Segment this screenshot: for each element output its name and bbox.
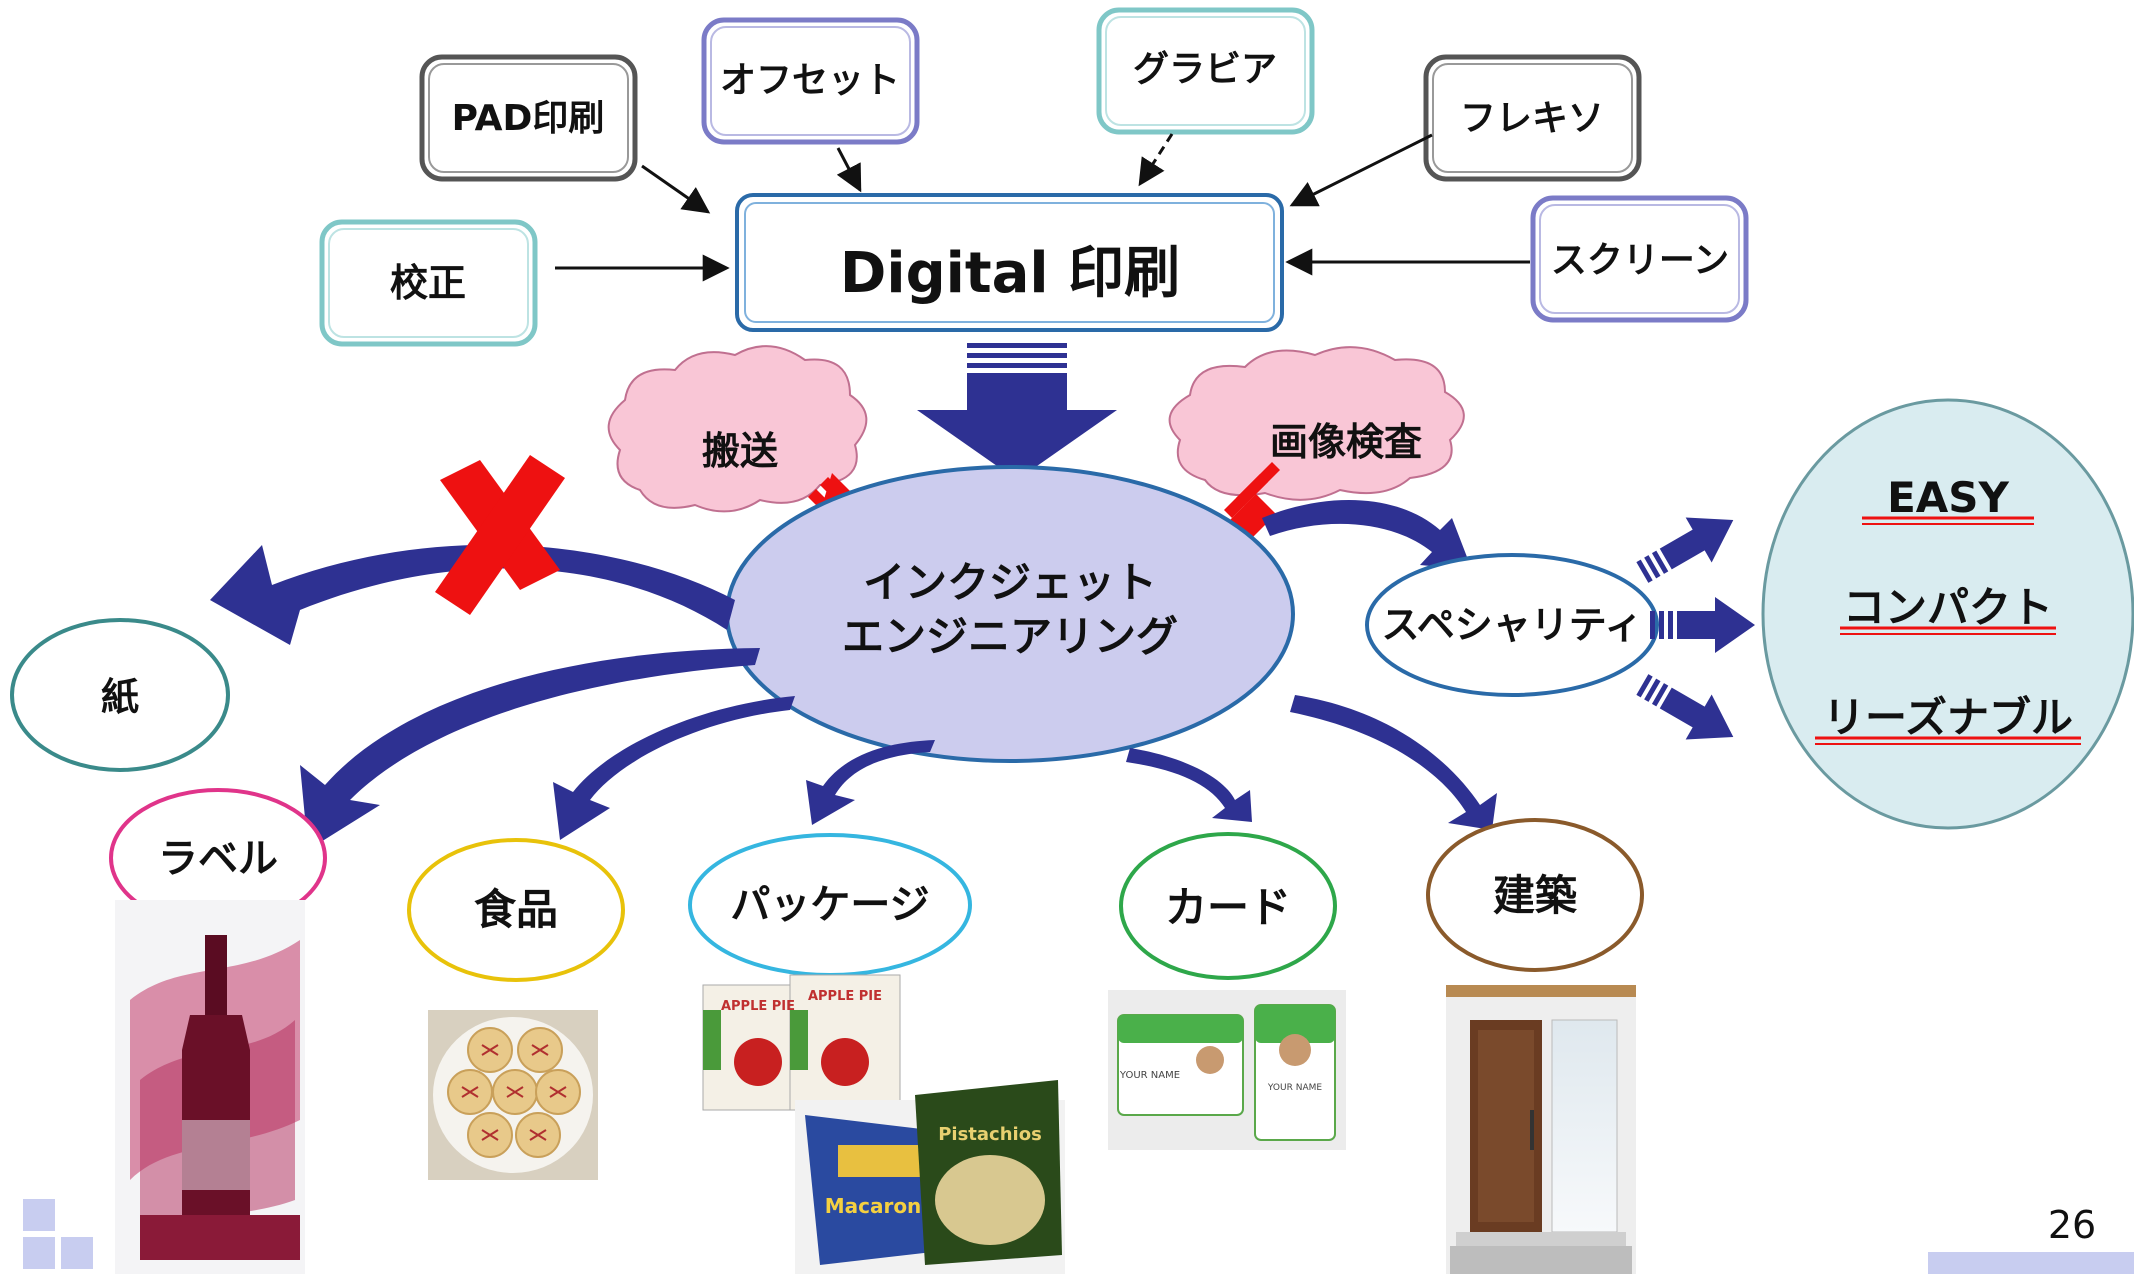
benefit-reasonable: リーズナブル: [1823, 693, 2073, 742]
wine-bottle-photo: [115, 900, 305, 1274]
cloud-transport: 搬送: [607, 345, 868, 513]
curved-arrow-paper: [210, 544, 735, 645]
source-label-screen: スクリーン: [1551, 240, 1729, 281]
curved-arrow-card: [1126, 748, 1252, 822]
pistachios-text: Pistachios: [938, 1124, 1042, 1145]
application-card: カード: [1119, 832, 1337, 980]
macaron-text: Macaron: [825, 1194, 922, 1218]
door-photo: [1446, 985, 1636, 1274]
footer-bar: [1928, 1252, 2134, 1274]
corner-squares-icon: [23, 1199, 93, 1269]
source-box-gravure: グラビア: [1096, 7, 1315, 135]
application-card-text: カード: [1165, 883, 1291, 932]
application-building-text: 建築: [1493, 871, 1578, 920]
snack-bags-photo: Macaron Pistachios: [795, 1080, 1065, 1274]
curved-arrow-package: [806, 740, 935, 825]
source-label-pad: PAD印刷: [452, 98, 605, 139]
application-food: 食品: [407, 838, 625, 982]
cloud-label-transport: 搬送: [702, 429, 778, 473]
down-arrow: [917, 343, 1117, 480]
inkjet-label-line2: エンジニアリング: [842, 612, 1178, 661]
curved-arrow-label: [300, 648, 760, 850]
application-food-text: 食品: [474, 885, 558, 934]
application-package-text: パッケージ: [730, 882, 929, 928]
red-cross-icon: [435, 455, 565, 615]
benefit-arrows: [1636, 517, 1755, 740]
source-box-pad: PAD印刷: [419, 54, 638, 182]
cloud-inspection: 画像検査: [1168, 346, 1465, 501]
source-label-flexo: フレキソ: [1460, 98, 1604, 139]
paper-label: 紙: [101, 675, 139, 719]
apple-pie-text-2: APPLE PIE: [808, 989, 882, 1004]
inkjet-ellipse: インクジェット エンジニアリング: [725, 465, 1295, 763]
id-cards-photo: YOUR NAME YOUR NAME: [1108, 990, 1346, 1150]
benefits-circle: EASY コンパクト リーズナブル: [1761, 398, 2134, 830]
source-box-flexo: フレキソ: [1423, 54, 1642, 182]
benefit-compact: コンパクト: [1843, 583, 2053, 632]
application-building: 建築: [1426, 818, 1644, 972]
apple-pie-photo: APPLE PIE APPLE PIE: [702, 974, 901, 1111]
paper-ellipse: 紙: [10, 618, 230, 772]
apple-pie-text-1: APPLE PIE: [721, 999, 795, 1014]
source-label-proof: 校正: [390, 261, 466, 305]
cloud-label-inspection: 画像検査: [1270, 420, 1422, 464]
source-arrows: [555, 133, 1530, 282]
digital-printing-box: Digital 印刷: [735, 193, 1284, 332]
digital-printing-label: Digital 印刷: [840, 241, 1180, 306]
benefit-easy: EASY: [1887, 473, 2009, 522]
source-box-screen: スクリーン: [1530, 195, 1749, 323]
application-label: ラベル: [109, 788, 327, 928]
curved-arrow-building: [1290, 695, 1497, 830]
specialty-label: スペシャリティ: [1381, 603, 1642, 647]
source-label-offset: オフセット: [720, 60, 900, 101]
source-box-offset: オフセット: [701, 17, 920, 145]
source-box-proof: 校正: [319, 219, 538, 347]
specialty-ellipse: スペシャリティ: [1365, 553, 1659, 697]
curved-arrow-specialty: [1262, 499, 1472, 570]
card-name-text-1: YOUR NAME: [1119, 1070, 1180, 1081]
source-label-gravure: グラビア: [1133, 49, 1277, 90]
application-package: パッケージ: [688, 833, 972, 977]
inkjet-label-line1: インクジェット: [863, 558, 1157, 607]
cookies-photo: [428, 1010, 598, 1180]
curved-arrow-food: [553, 696, 795, 840]
card-name-text-2: YOUR NAME: [1267, 1083, 1322, 1093]
page-number: 26: [2048, 1203, 2096, 1247]
application-label-text: ラベル: [158, 836, 278, 882]
